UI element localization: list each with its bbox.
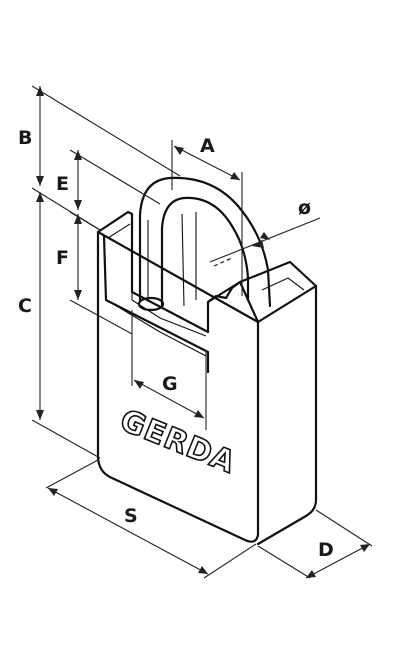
shackle-outer — [138, 176, 272, 308]
body-top-right-edge — [238, 260, 318, 288]
label-f: F — [56, 247, 69, 269]
brand-text: GERDA — [115, 403, 241, 481]
shackle-inner — [160, 196, 250, 308]
dimension-c: C — [18, 192, 101, 459]
shackle-right-leg — [181, 213, 185, 307]
brand-logo: GERDA — [114, 402, 241, 482]
dimension-diameter: ø — [209, 197, 321, 267]
shroud-right-highlight — [261, 277, 305, 291]
label-s: S — [124, 505, 138, 527]
dimension-d: D — [257, 509, 373, 579]
dimension-s: S — [45, 459, 257, 579]
shroud-inner-edge — [102, 234, 210, 374]
label-diameter: ø — [298, 197, 311, 219]
dimension-b: B — [18, 85, 181, 231]
dimension-f: F — [56, 211, 133, 335]
recess-wall-1 — [131, 299, 207, 337]
label-a: A — [200, 135, 215, 157]
label-c: C — [18, 295, 32, 317]
recess-wall-2 — [109, 301, 207, 357]
dimension-a: A — [171, 135, 243, 296]
shroud-right-cutout — [206, 280, 242, 304]
padlock-body — [96, 210, 318, 546]
label-g: G — [162, 373, 178, 395]
body-right-face — [256, 284, 318, 546]
shackle-left-foot — [137, 296, 165, 312]
label-e: E — [56, 173, 69, 195]
dimension-g: G — [131, 310, 207, 430]
label-b: B — [18, 127, 32, 149]
label-d: D — [318, 539, 334, 561]
padlock-shackle — [137, 176, 272, 312]
dimension-e: E — [56, 149, 161, 210]
shroud-inner-shadow — [107, 223, 133, 300]
body-front-face — [96, 230, 260, 543]
